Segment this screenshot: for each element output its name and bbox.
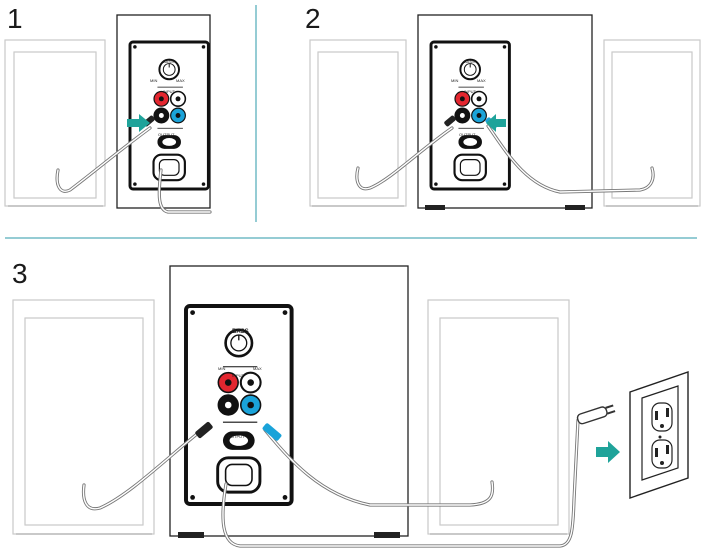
bass-label: BASS bbox=[464, 59, 475, 64]
output-label: OUTPUT bbox=[158, 132, 175, 137]
subwoofer-back-panel bbox=[128, 40, 210, 191]
max-label: MAX bbox=[477, 78, 486, 83]
input-label: INPUT bbox=[163, 89, 176, 94]
arrow-left-icon bbox=[486, 114, 506, 132]
bass-label: BASS bbox=[232, 329, 249, 335]
rca-plug-icon bbox=[195, 421, 213, 439]
step-number-1: 1 bbox=[7, 3, 23, 34]
output-label: OUTPUT bbox=[228, 434, 245, 439]
min-label: MIN bbox=[150, 78, 157, 83]
step-number-3: 3 bbox=[12, 258, 28, 289]
max-label: MAX bbox=[253, 366, 262, 371]
output-label: OUTPUT bbox=[459, 132, 476, 137]
step-3-illustration: BASS MIN MAX INPUT OUTPUT bbox=[12, 265, 689, 548]
power-plug-icon bbox=[576, 404, 616, 425]
step-number-2: 2 bbox=[305, 3, 321, 34]
min-label: MIN bbox=[451, 78, 458, 83]
step-2-illustration: BASS MIN MAX INPUT OUTPUT bbox=[309, 14, 701, 210]
rca-plug-icon bbox=[262, 423, 282, 441]
rca-plug-icon bbox=[444, 115, 456, 127]
wall-outlet-icon bbox=[629, 371, 689, 499]
input-label: INPUT bbox=[232, 373, 245, 378]
arrow-right-icon bbox=[596, 441, 620, 463]
input-label: INPUT bbox=[464, 89, 477, 94]
min-label: MIN bbox=[218, 366, 225, 371]
step-1-illustration: BASS MIN MAX INPUT OUTPUT bbox=[4, 14, 212, 214]
max-label: MAX bbox=[176, 78, 185, 83]
subwoofer-back-panel bbox=[429, 40, 511, 191]
subwoofer-back-panel bbox=[184, 304, 294, 506]
bass-label: BASS bbox=[163, 59, 174, 64]
arrow-right-icon bbox=[127, 114, 150, 132]
